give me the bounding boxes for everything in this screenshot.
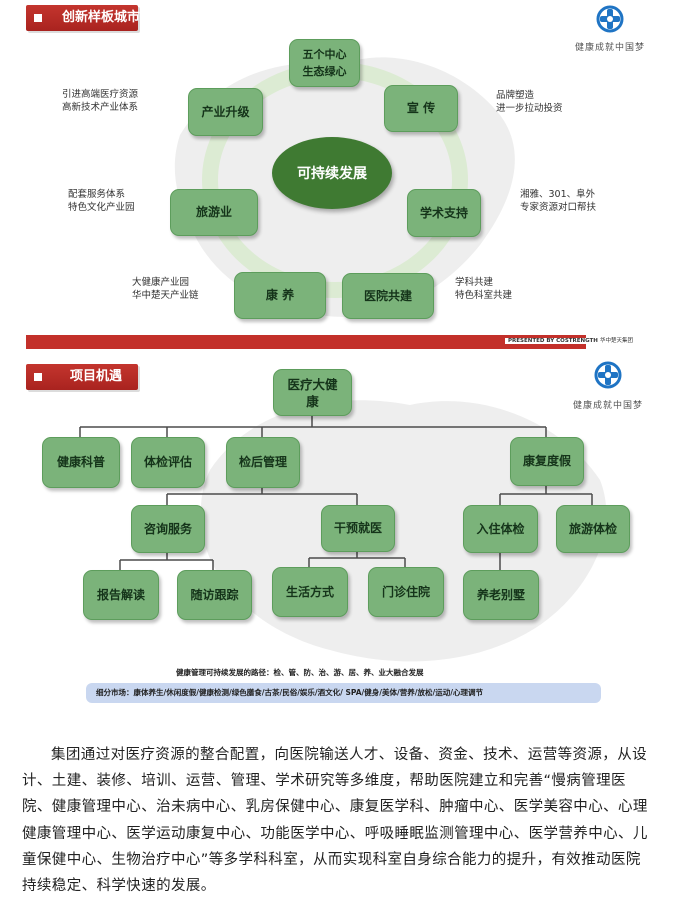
box-travel-checkup: 旅游体检 — [556, 505, 630, 553]
box-lifestyle: 生活方式 — [272, 567, 348, 617]
brand-logo: 健康成就中国梦 — [566, 360, 650, 411]
box-report-interpretation: 报告解读 — [83, 570, 159, 620]
note-tourism: 配套服务体系 特色文化产业园 — [68, 188, 135, 214]
box-residential-checkup: 入住体检 — [463, 505, 538, 553]
box-intervention-treatment: 干预就医 — [321, 505, 395, 552]
node-five-centers: 五个中心 生态绿心 — [289, 39, 360, 87]
node-hospital-label: 医院共建 — [363, 288, 412, 303]
node-kangyang-label: 康 养 — [265, 288, 295, 302]
tag-square — [34, 14, 42, 22]
box-label: 报告解读 — [96, 587, 145, 602]
section-tag-label: 项目机遇 — [70, 369, 123, 384]
note-publicity: 品牌塑造 进一步拉动投资 — [496, 89, 563, 115]
box-post-check-management: 检后管理 — [226, 437, 300, 488]
node-industry-label: 产业升级 — [201, 104, 250, 119]
center-sustainable-development: 可持续发展 — [272, 137, 392, 209]
note-line: 进一步拉动投资 — [496, 103, 563, 114]
section-tag-label: 创新样板城市 — [62, 10, 141, 25]
section-tag-innovation: 创新样板城市 — [26, 5, 141, 31]
note-line: 高新技术产业体系 — [62, 102, 139, 113]
box-consulting-service: 咨询服务 — [131, 505, 205, 553]
note-line: 华中楚天产业链 — [132, 290, 199, 301]
box-label: 健康科普 — [56, 455, 105, 469]
box-health-education: 健康科普 — [42, 437, 120, 488]
box-label: 养老别墅 — [476, 587, 525, 602]
box-label: 入住体检 — [476, 521, 525, 536]
footer-company-logo: 华中楚天集团 — [600, 338, 634, 344]
node-publicity: 宣 传 — [384, 85, 458, 132]
medical-cross-logo-icon — [594, 361, 622, 389]
brand-logo: 健康成就中国梦 — [570, 4, 650, 53]
market-segments-text: 细分市场：康体养生/休闲度假/健康检测/绿色膳食/古茶/民俗/娱乐/酒文化/ S… — [96, 688, 483, 697]
note-line: 配套服务体系 — [68, 189, 126, 200]
box-label: 干预就医 — [333, 521, 382, 535]
box-elderly-villa: 养老别墅 — [463, 570, 539, 620]
root-label: 医疗大健 康 — [287, 376, 338, 409]
node-hospital: 医院共建 — [342, 273, 434, 319]
footer-red-bar — [26, 335, 586, 349]
node-academic: 学术支持 — [407, 189, 481, 237]
box-follow-up-tracking: 随访跟踪 — [177, 570, 252, 620]
note-kangyang: 大健康产业园 华中楚天产业链 — [132, 276, 199, 302]
box-label: 随访跟踪 — [190, 587, 239, 602]
logo-caption: 健康成就中国梦 — [574, 43, 645, 53]
note-industry: 引进高端医疗资源 高新技术产业体系 — [62, 88, 138, 114]
box-label: 生活方式 — [285, 584, 334, 599]
tree-connectors — [79, 414, 593, 570]
center-label: 可持续发展 — [297, 166, 367, 182]
note-line: 大健康产业园 — [132, 277, 190, 288]
note-line: 特色科室共建 — [455, 290, 513, 301]
box-label: 检后管理 — [238, 455, 287, 469]
node-publicity-label: 宣 传 — [406, 101, 436, 115]
root-medical-health: 医疗大健 康 — [273, 369, 352, 416]
development-path-text: 健康管理可持续发展的路径：检、管、防、治、游、居、养、业大融合发展 — [176, 668, 424, 677]
box-outpatient-inpatient: 门诊住院 — [368, 567, 444, 617]
note-academic: 湘雅、301、阜外 专家资源对口帮扶 — [520, 188, 596, 214]
box-rehab-vacation: 康复度假 — [510, 437, 584, 486]
note-line: 湘雅、301、阜外 — [520, 189, 596, 200]
section-tag-opportunity: 项目机遇 — [26, 364, 138, 390]
box-checkup-assessment: 体检评估 — [131, 437, 205, 488]
body-paragraph: 集团通过对医疗资源的整合配置，向医院输送人才、设备、资金、技术、运营等资源，从设… — [22, 747, 648, 895]
note-line: 学科共建 — [455, 277, 494, 288]
note-line: 专家资源对口帮扶 — [520, 202, 597, 213]
box-label: 康复度假 — [522, 454, 571, 468]
node-industry: 产业升级 — [188, 88, 263, 136]
note-line: 特色文化产业园 — [68, 202, 135, 213]
node-kangyang: 康 养 — [234, 272, 326, 319]
node-tourism-label: 旅游业 — [195, 205, 232, 219]
market-segments-bar: 细分市场：康体养生/休闲度假/健康检测/绿色膳食/古茶/民俗/娱乐/酒文化/ S… — [86, 683, 601, 703]
node-tourism: 旅游业 — [170, 189, 258, 236]
note-hospital: 学科共建 特色科室共建 — [455, 276, 512, 302]
presented-by-text: PRESENTED BY COSTRENGTH — [505, 338, 601, 344]
note-line: 品牌塑造 — [496, 90, 535, 101]
node-academic-label: 学术支持 — [419, 205, 468, 220]
node-five-centers-label: 五个中心 生态绿心 — [302, 48, 347, 78]
box-label: 体检评估 — [143, 455, 192, 469]
tag-square — [34, 373, 42, 381]
note-line: 引进高端医疗资源 — [62, 89, 139, 100]
logo-caption: 健康成就中国梦 — [572, 401, 643, 411]
box-label: 旅游体检 — [568, 521, 617, 536]
box-label: 咨询服务 — [143, 521, 192, 536]
medical-cross-logo-icon — [596, 5, 624, 33]
box-label: 门诊住院 — [381, 584, 430, 599]
